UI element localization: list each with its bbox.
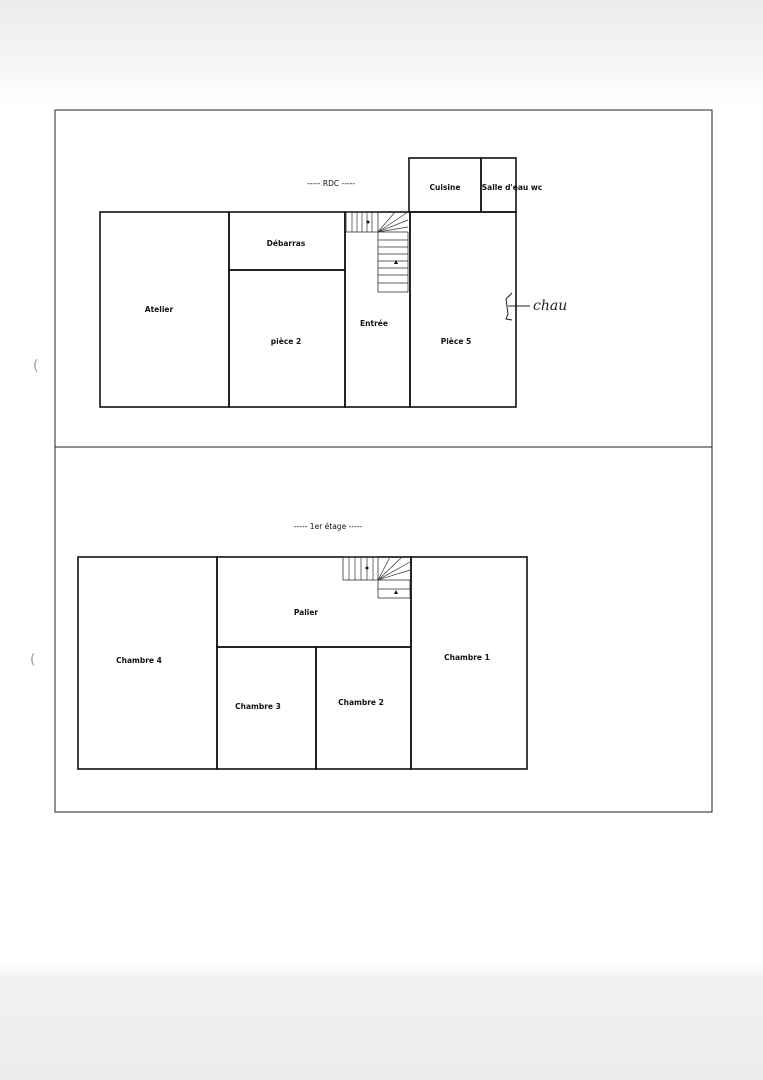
room-palier <box>216 556 412 648</box>
handwritten-arrow <box>505 292 530 321</box>
room-piece-5 <box>409 211 517 408</box>
ground-floor-plan: ----- RDC ----- Atelier Débarras pièce 2… <box>99 157 567 408</box>
label-piece-2: pièce 2 <box>271 337 301 346</box>
room-salle-eau <box>480 157 517 213</box>
room-entree <box>344 211 411 408</box>
punch-mark: ( <box>30 652 35 668</box>
scan-shadow-bottom <box>0 962 763 1080</box>
label-atelier: Atelier <box>145 305 174 314</box>
first-floor-plan: ----- 1er étage ----- Chambre 4 Palier C… <box>77 522 528 770</box>
first-floor-title: ----- 1er étage ----- <box>294 522 363 531</box>
room-chambre-2 <box>315 646 412 770</box>
ground-floor-title: ----- RDC ----- <box>307 179 355 188</box>
label-chambre-4: Chambre 4 <box>116 656 162 665</box>
label-salle-eau: Salle d'eau wc <box>482 183 542 192</box>
label-chambre-2: Chambre 2 <box>338 698 384 707</box>
label-entree: Entrée <box>360 319 388 328</box>
punch-mark: ( <box>33 358 38 374</box>
label-chambre-1: Chambre 1 <box>444 653 490 662</box>
scan-shadow-top <box>0 0 763 105</box>
staircase <box>342 556 411 599</box>
label-palier: Palier <box>294 608 319 617</box>
room-chambre-1 <box>410 556 528 770</box>
label-cuisine: Cuisine <box>430 183 461 192</box>
page-frame <box>54 109 713 813</box>
label-chambre-3: Chambre 3 <box>235 702 281 711</box>
staircase <box>345 211 409 293</box>
label-debarras: Débarras <box>267 239 306 248</box>
handwritten-note: chau <box>533 298 567 314</box>
label-piece-5: Pièce 5 <box>441 337 472 346</box>
